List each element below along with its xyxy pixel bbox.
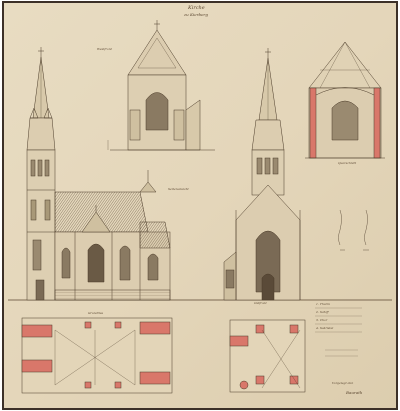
cross-section — [305, 41, 385, 159]
legend-item-2: 2. Schiff — [316, 310, 329, 314]
west-front-elevation — [107, 20, 215, 151]
sheet-subtitle: zu Kierberg — [184, 12, 208, 17]
floor-plan-right — [229, 319, 306, 393]
legend-item-3: 3. Chor — [316, 318, 328, 322]
signature-line-2: Baurath — [346, 390, 363, 395]
legend-item-1: 1. Thurm — [316, 302, 330, 306]
side-elevation-nave — [54, 170, 171, 301]
label-side-elevation: Seitenansicht — [168, 187, 189, 191]
legend-lines — [315, 307, 362, 357]
label-east-front: Ostfront — [254, 301, 267, 305]
floor-plan-left — [21, 317, 173, 394]
sheet-title: Kirche — [188, 5, 205, 11]
front-elevation-tower — [223, 48, 301, 301]
legend-item-4: 4. Sakristei — [316, 326, 334, 330]
left-tower — [26, 47, 56, 301]
label-plan: Grundriss — [88, 311, 104, 315]
label-west-front: Westfront — [97, 47, 112, 51]
label-section: Querschnitt — [338, 161, 357, 165]
ornament-details — [338, 209, 369, 251]
signature-line-1: Vorgelegt den — [332, 381, 354, 385]
